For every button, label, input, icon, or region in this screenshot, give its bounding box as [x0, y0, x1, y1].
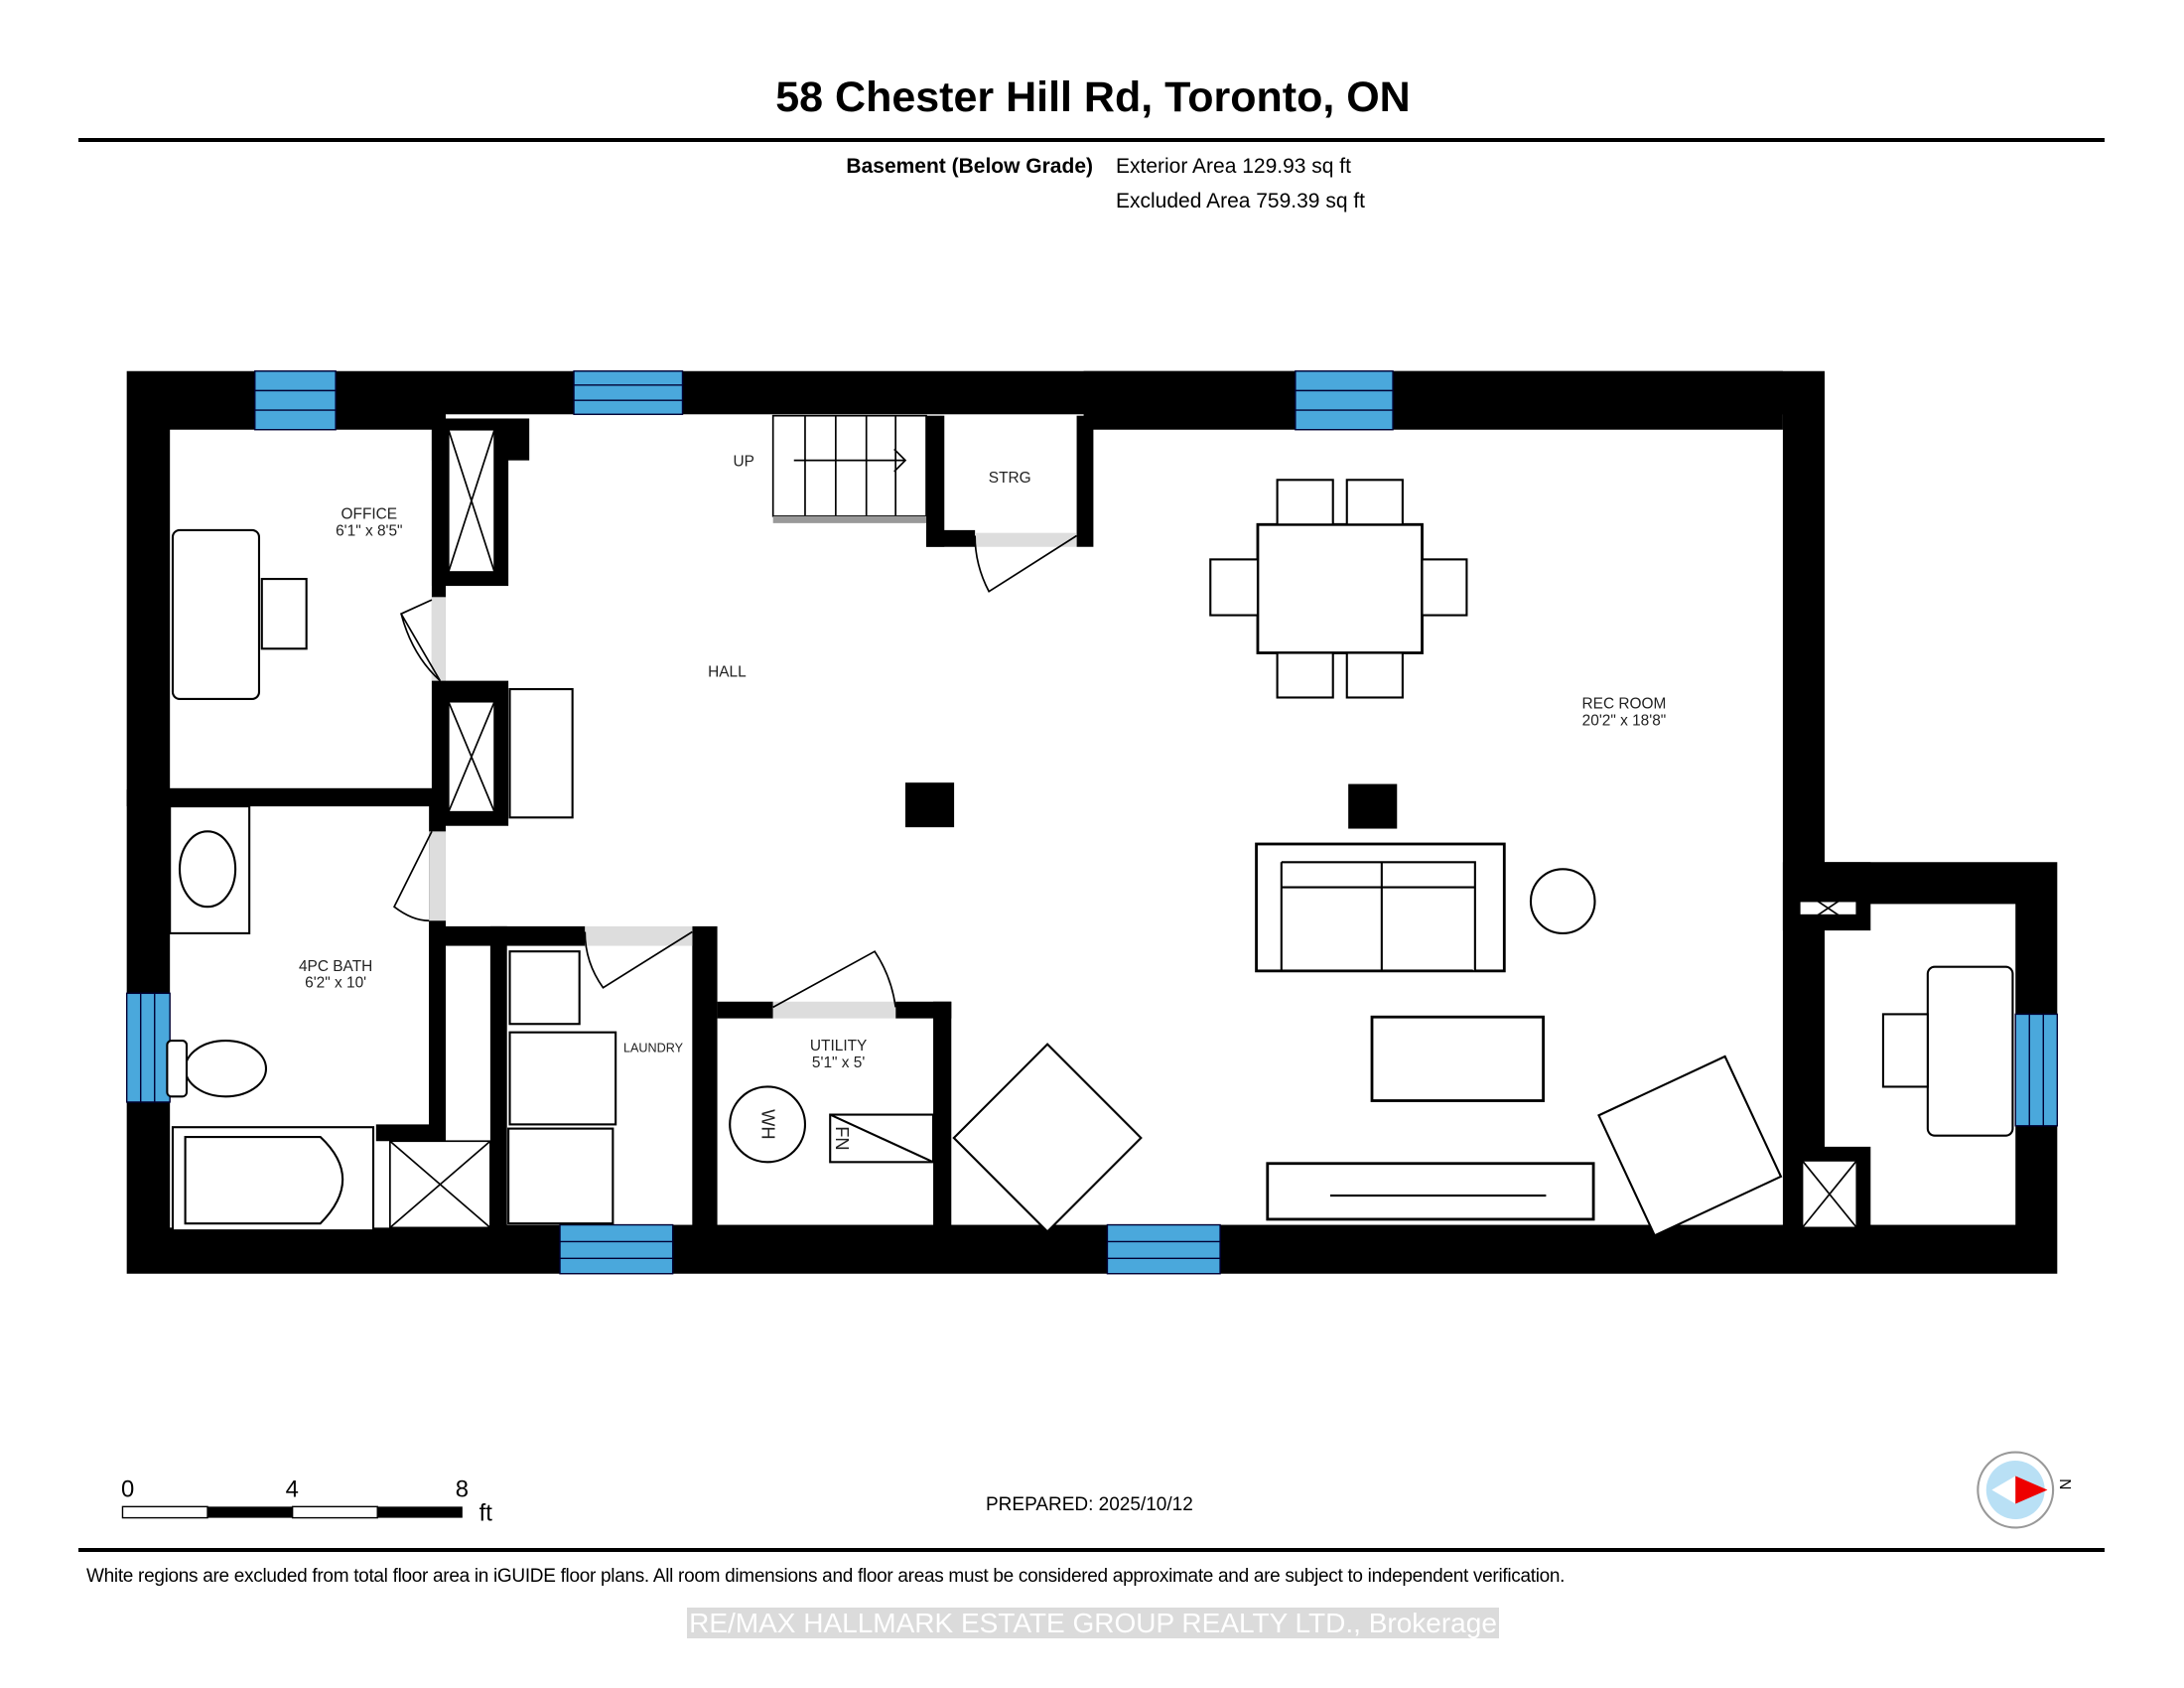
compass-icon: N [1977, 1451, 2073, 1529]
rec-room-dims: 20'2" x 18'8" [1582, 713, 1667, 730]
scale-bar: 0 4 8 ft [121, 1477, 492, 1527]
rec-room-label: REC ROOM [1582, 696, 1667, 713]
hall-label: HALL [708, 663, 747, 680]
furniture [166, 479, 2014, 1237]
closets [389, 428, 1858, 1229]
office-dims: 6'1" x 8'5" [336, 522, 402, 539]
scale-unit: ft [479, 1499, 493, 1526]
utility-dims: 5'1" x 5' [812, 1055, 865, 1071]
exterior-area: Exterior Area 129.93 sq ft [1116, 155, 1351, 178]
storage-label: STRG [989, 470, 1031, 487]
disclaimer: White regions are excluded from total fl… [86, 1566, 1566, 1587]
page-title: 58 Chester Hill Rd, Toronto, ON [775, 73, 1411, 121]
door-openings [429, 532, 1077, 1019]
compass-north-label: N [2056, 1478, 2073, 1489]
footer-divider [78, 1548, 2105, 1552]
floor-label: Basement (Below Grade) [846, 155, 1093, 178]
stairs-up-label: UP [734, 453, 754, 470]
furnace-label: FN [832, 1126, 853, 1150]
scale-tick-4: 4 [286, 1477, 299, 1503]
prepared-date: PREPARED: 2025/10/12 [986, 1494, 1193, 1515]
excluded-area: Excluded Area 759.39 sq ft [1116, 190, 1366, 212]
stairs [771, 414, 927, 523]
scale-tick-8: 8 [456, 1477, 469, 1503]
laundry-label: LAUNDRY [623, 1041, 684, 1055]
door-swings [393, 534, 1078, 1009]
watermark-text: RE/MAX HALLMARK ESTATE GROUP REALTY LTD.… [687, 1608, 1499, 1638]
utility-label: UTILITY [810, 1038, 867, 1055]
water-heater-label: WH [757, 1109, 778, 1139]
scale-tick-0: 0 [121, 1477, 134, 1503]
bath-label: 4PC BATH [299, 958, 372, 975]
interior-walls [126, 370, 1871, 1228]
office-label: OFFICE [341, 506, 398, 523]
room-labels: OFFICE 6'1" x 8'5" HALL UP STRG REC ROOM… [299, 453, 1666, 1150]
bath-dims: 6'2" x 10' [305, 975, 366, 992]
header-divider [78, 138, 2105, 142]
watermark: RE/MAX HALLMARK ESTATE GROUP REALTY LTD.… [0, 1608, 2184, 1639]
windows [125, 370, 2059, 1275]
